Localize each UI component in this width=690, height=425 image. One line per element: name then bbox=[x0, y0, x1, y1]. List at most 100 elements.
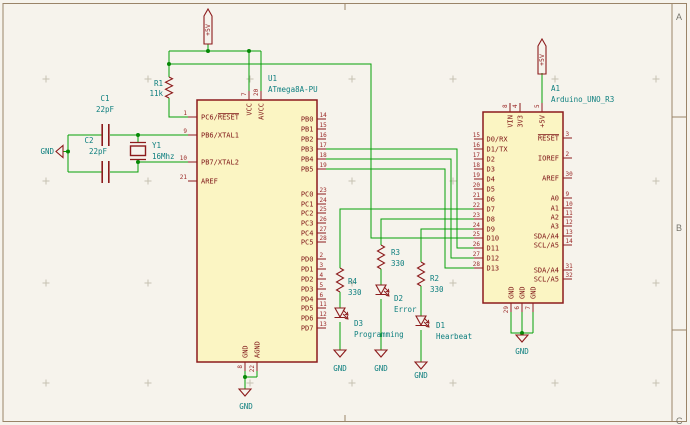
gnd-label: GND bbox=[515, 347, 529, 356]
junction-dot bbox=[206, 49, 210, 53]
pin-number: 15 bbox=[473, 132, 481, 139]
pin-number: 23 bbox=[320, 187, 328, 194]
pin-name: D9 bbox=[487, 226, 495, 234]
pin-number: 24 bbox=[320, 197, 328, 204]
pin-number: 4 bbox=[320, 272, 324, 279]
gnd-symbol bbox=[373, 349, 389, 358]
pin-number: 19 bbox=[320, 162, 328, 169]
d2-value: Error bbox=[394, 305, 417, 314]
junction-dot bbox=[520, 331, 524, 335]
junction-dot bbox=[136, 133, 140, 137]
gnd-label: GND bbox=[333, 364, 347, 373]
pin-number: 2 bbox=[320, 252, 324, 259]
led-emission-arrows bbox=[342, 309, 349, 320]
a1-body bbox=[482, 111, 564, 304]
pin-name: SDA/A4 bbox=[534, 233, 559, 241]
pin-number: 12 bbox=[566, 219, 574, 226]
pin-name: D7 bbox=[487, 206, 495, 214]
pin-name: D2 bbox=[487, 156, 495, 164]
pin-number: 14 bbox=[320, 112, 328, 119]
pin-name: PB2 bbox=[301, 136, 314, 144]
pin-number: 13 bbox=[566, 229, 574, 236]
component-shapes bbox=[101, 99, 564, 363]
pin-name: PC6/RESET bbox=[201, 114, 240, 122]
u1-body bbox=[196, 99, 318, 363]
c1-value: 22pF bbox=[96, 105, 115, 114]
pin-number: 28 bbox=[320, 235, 328, 242]
pin-number: 19 bbox=[473, 172, 481, 179]
gnd-label: GND bbox=[374, 364, 388, 373]
pin-name: A3 bbox=[551, 223, 559, 231]
pin-number: 32 bbox=[566, 272, 574, 279]
d2-reference: D2 bbox=[394, 294, 403, 303]
crystal-plates bbox=[130, 141, 146, 161]
pin-name: D0/RX bbox=[487, 136, 509, 144]
r1-reference: R1 bbox=[154, 79, 163, 88]
frame-row-label: A bbox=[676, 12, 682, 22]
pin-name: PD4 bbox=[301, 296, 314, 304]
r3-reference: R3 bbox=[391, 248, 400, 257]
junction-dot bbox=[66, 149, 70, 154]
pin-number: 7 bbox=[525, 306, 532, 310]
pin-number: 10 bbox=[566, 201, 574, 208]
pin-name: D5 bbox=[487, 186, 495, 194]
junction-dot bbox=[167, 62, 171, 66]
pin-name: PC1 bbox=[301, 201, 314, 209]
pin-number: 17 bbox=[320, 142, 328, 149]
pin-number: 18 bbox=[473, 162, 481, 169]
pin-name: PD0 bbox=[301, 256, 314, 264]
pin-number: 1 bbox=[183, 110, 187, 117]
pin-number: 22 bbox=[473, 202, 481, 209]
pin-name: SCL/A5 bbox=[534, 242, 559, 250]
pin-number: 16 bbox=[473, 142, 481, 149]
led-symbol bbox=[334, 307, 346, 319]
a1-value: Arduino_UNO_R3 bbox=[551, 95, 614, 104]
pin-name: PB7/XTAL2 bbox=[201, 159, 239, 167]
junction-dot bbox=[247, 49, 251, 53]
pin-number: 3 bbox=[320, 262, 324, 269]
gnd-symbol bbox=[413, 361, 429, 370]
pin-number: 29 bbox=[503, 306, 510, 314]
pin-number: 18 bbox=[320, 152, 328, 159]
y1-reference: Y1 bbox=[152, 141, 161, 150]
plus5v-symbol bbox=[203, 7, 213, 45]
pin-name: GND bbox=[508, 286, 516, 299]
junction-dot bbox=[243, 375, 247, 379]
pin-number: 30 bbox=[566, 171, 574, 178]
d3-reference: D3 bbox=[354, 319, 363, 328]
gnd-symbol bbox=[332, 349, 348, 358]
junction-dots bbox=[66, 49, 524, 379]
pin-number: 10 bbox=[180, 155, 188, 162]
pin-name: VCC bbox=[246, 103, 254, 116]
pin-number: 21 bbox=[180, 174, 188, 181]
gnd-symbol bbox=[55, 144, 64, 159]
pin-number: 9 bbox=[183, 128, 187, 135]
c2-reference: C2 bbox=[84, 136, 93, 145]
pin-name: PB5 bbox=[301, 166, 314, 174]
pin-name: GND bbox=[519, 286, 527, 299]
pin-name: PC3 bbox=[301, 220, 314, 228]
pin-number: 21 bbox=[473, 192, 481, 199]
pin-name: PD1 bbox=[301, 266, 314, 274]
pin-number: 31 bbox=[566, 263, 574, 270]
pin-name: A2 bbox=[551, 214, 559, 222]
pin-number: 27 bbox=[473, 251, 481, 258]
pin-name: PD2 bbox=[301, 276, 314, 284]
pin-number: 27 bbox=[320, 226, 328, 233]
plus5v-label: +5V bbox=[538, 54, 546, 66]
pin-name: SDA/A4 bbox=[534, 267, 559, 275]
pin-name: PD7 bbox=[301, 325, 314, 333]
gnd-symbol bbox=[237, 388, 253, 397]
pin-name: D6 bbox=[487, 196, 495, 204]
pin-name: D1/TX bbox=[487, 146, 509, 154]
pin-name: PC4 bbox=[301, 230, 314, 238]
pin-number: 8 bbox=[237, 365, 244, 369]
pin-number: 28 bbox=[473, 261, 481, 268]
led-emission-arrows bbox=[383, 286, 390, 297]
led-emission-arrows bbox=[423, 317, 430, 328]
pin-number: 7 bbox=[241, 92, 248, 96]
frame-row-label: C bbox=[676, 416, 683, 425]
crystal-body bbox=[129, 145, 147, 157]
pin-number: 2 bbox=[566, 151, 570, 158]
